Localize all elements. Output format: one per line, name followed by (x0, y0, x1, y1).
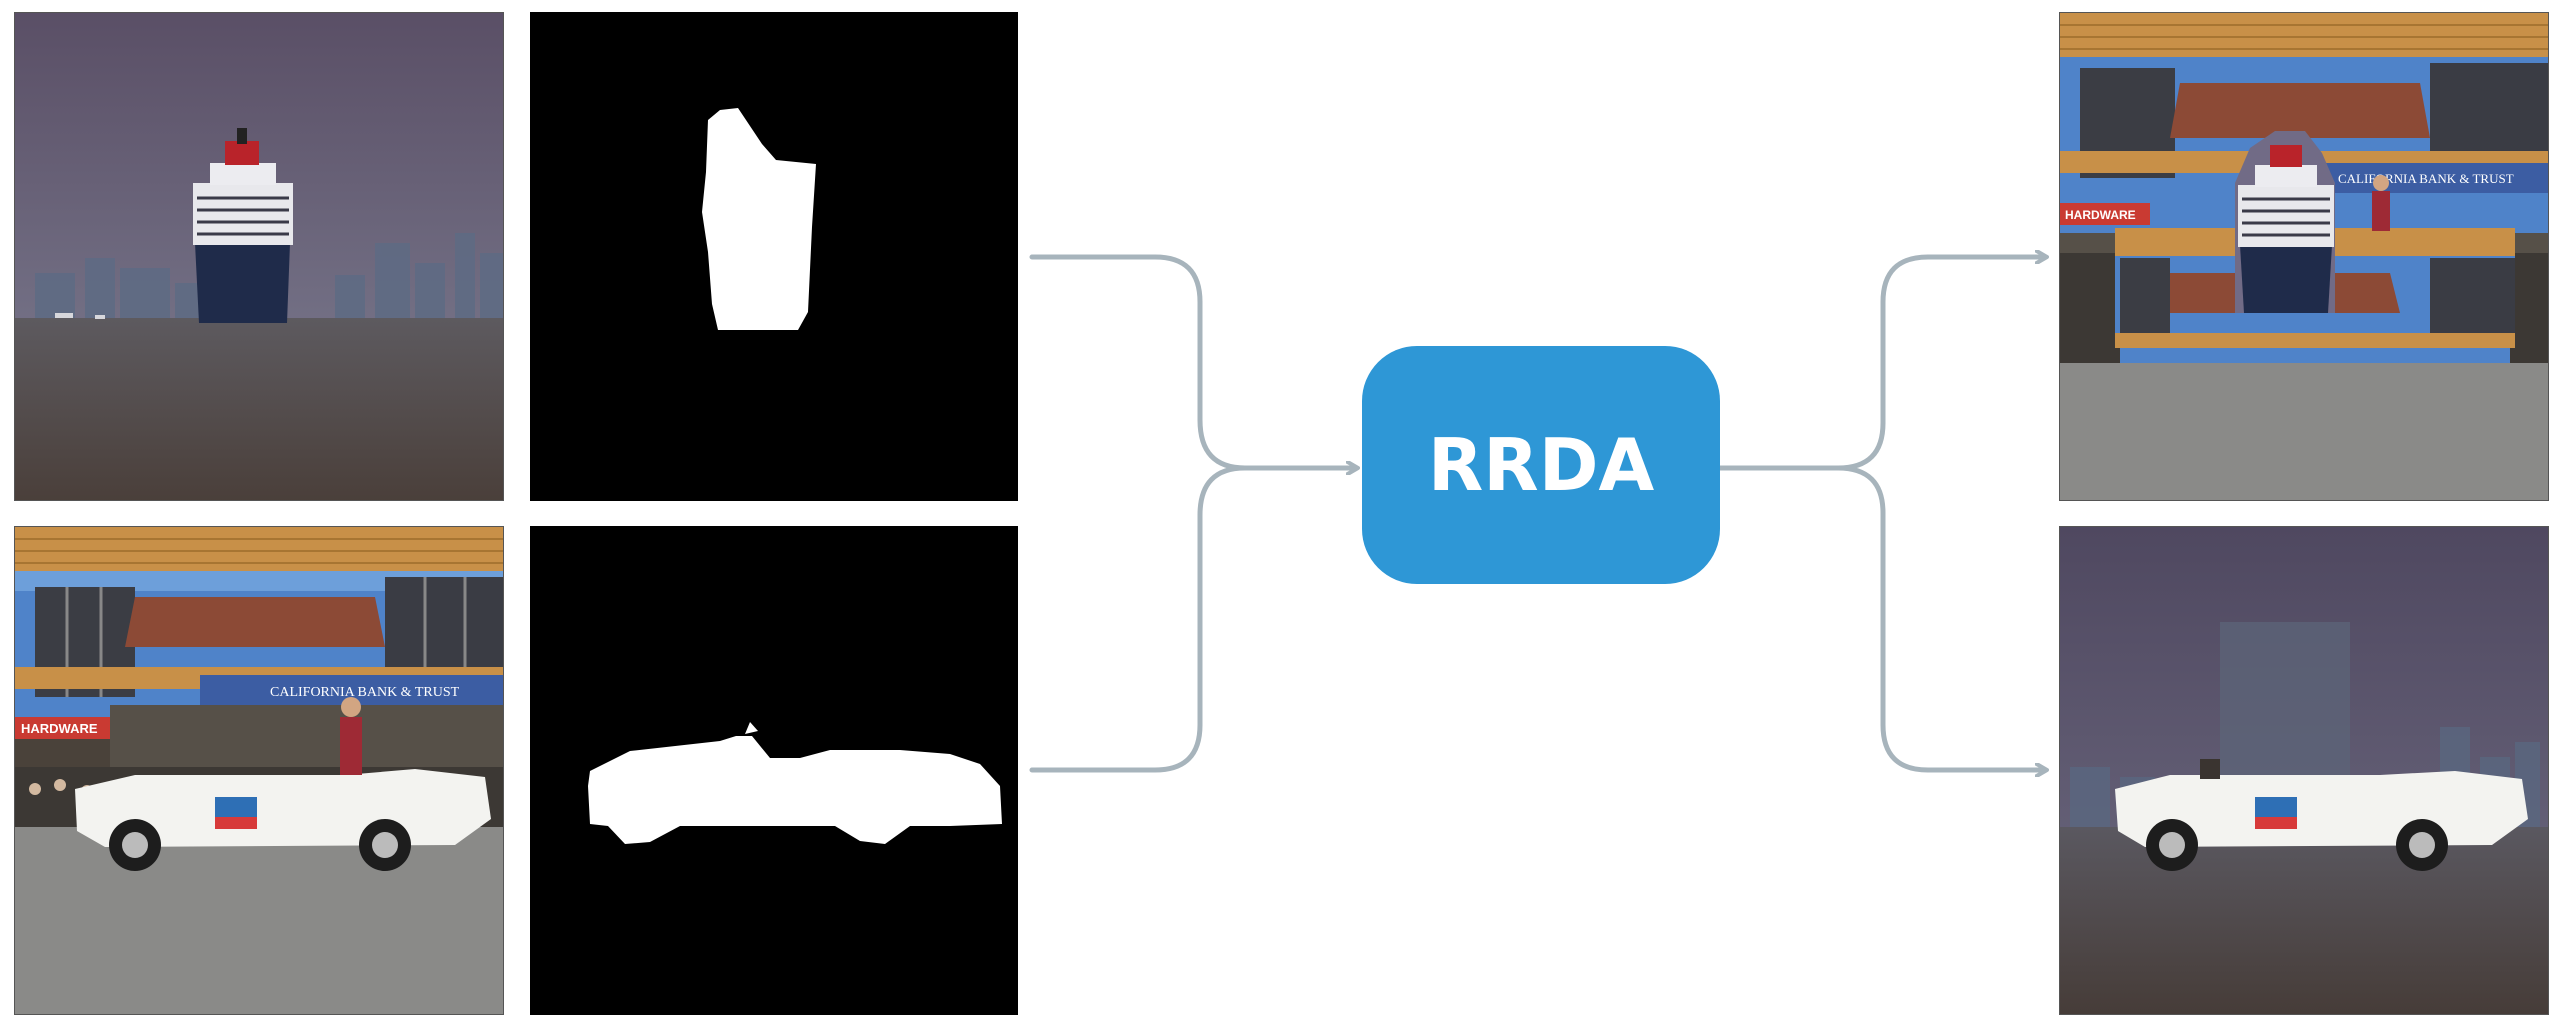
input-mask-car (530, 526, 1018, 1015)
input-image-car: CALIFORNIA BANK & TRUST HARDWARE (14, 526, 504, 1015)
ship-silhouette (702, 108, 816, 330)
car-silhouette (588, 722, 1002, 844)
car-scene: CALIFORNIA BANK & TRUST HARDWARE (15, 527, 503, 1014)
composite-hardware-sign-text: HARDWARE (2065, 208, 2136, 222)
ship-shape (193, 128, 293, 323)
input-connector-bottom (1029, 465, 1248, 773)
rrda-label: RRDA (1428, 423, 1655, 507)
input-connector-top (1029, 254, 1356, 468)
composite-ship-shape (2238, 145, 2334, 313)
car-shape (75, 769, 491, 871)
ship-scene (15, 13, 503, 500)
composite-car-shape (2115, 771, 2528, 871)
ship-composite-scene: CALIFORNIA BANK & TRUST HARDWARE (2060, 13, 2548, 500)
hardware-sign-text: HARDWARE (21, 721, 98, 736)
output-image-car-composite (2059, 526, 2549, 1015)
input-image-ship (14, 12, 504, 501)
output-connector-bottom (1835, 465, 2045, 770)
input-mask-ship (530, 12, 1018, 501)
rrda-block (1362, 346, 1720, 584)
output-connector-top (1717, 257, 2045, 471)
car-composite-scene (2060, 527, 2548, 1014)
composite-bank-sign-text: CALIFORNIA BANK & TRUST (2338, 171, 2514, 186)
output-image-ship-composite: CALIFORNIA BANK & TRUST HARDWARE (2059, 12, 2549, 501)
bank-sign-text: CALIFORNIA BANK & TRUST (270, 685, 460, 700)
